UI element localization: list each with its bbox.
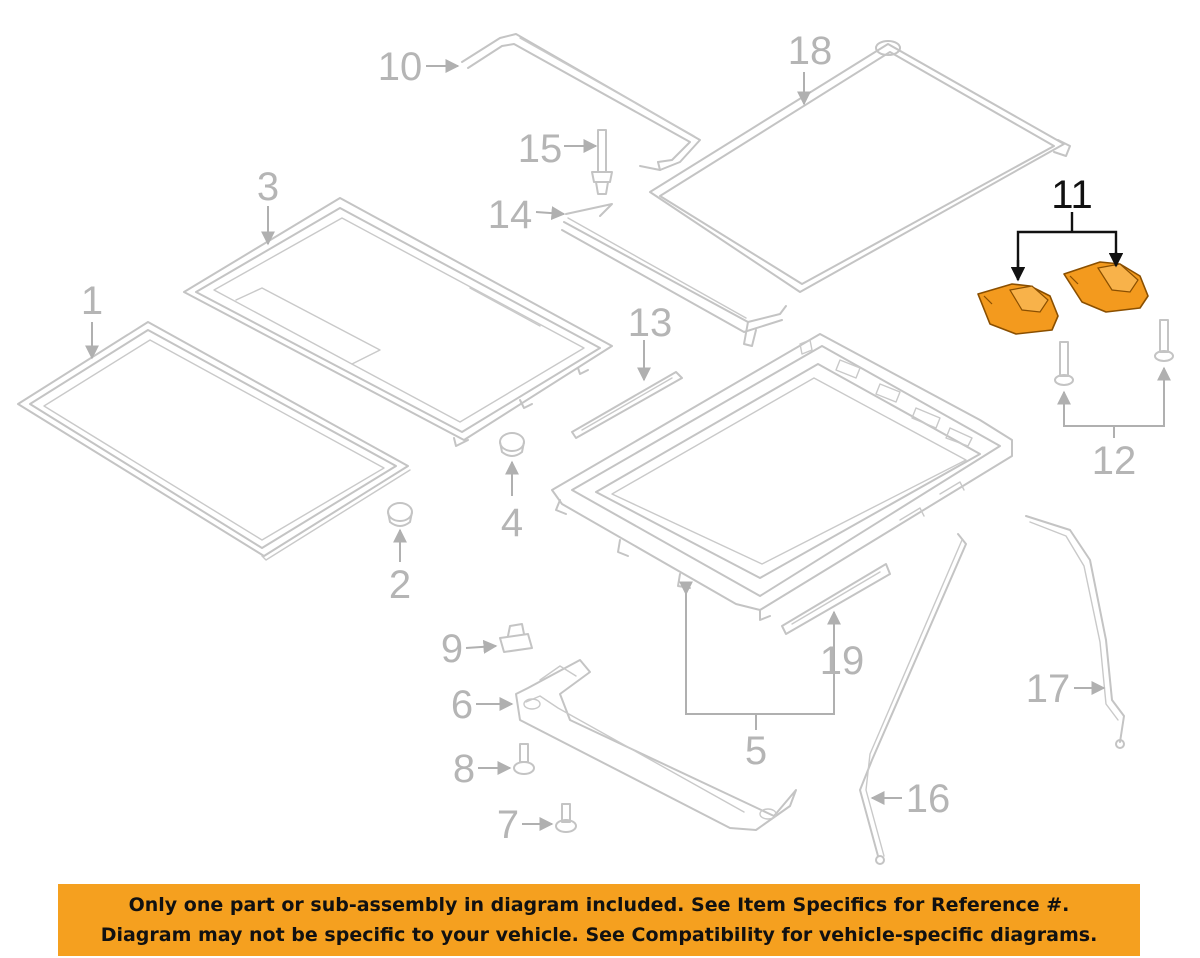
part-label-14: 14	[488, 193, 533, 237]
part-label-11: 11	[1051, 173, 1093, 217]
part-label-3: 3	[257, 165, 279, 209]
part-4-clip	[499, 432, 525, 457]
part-number-labels: 1 2 3 4 5 6 7 8 9 10 11 12 13 14 15 16 1…	[81, 29, 1136, 847]
part-1-glass-panel	[17, 321, 411, 561]
part-2-clip	[387, 502, 413, 527]
part-10-wind-deflector	[461, 33, 701, 171]
disclaimer-banner: Only one part or sub-assembly in diagram…	[58, 884, 1140, 956]
part-14-guide-rail	[561, 203, 787, 347]
part-label-2: 2	[389, 563, 411, 607]
callout-11-leader	[1010, 212, 1124, 282]
part-7-bolt	[555, 803, 577, 833]
part-9-clip	[499, 623, 533, 653]
part-label-6: 6	[451, 683, 473, 727]
parts-diagram: 1 2 3 4 5 6 7 8 9 10 11 12 13 14 15 16 1…	[17, 29, 1174, 865]
part-label-7: 7	[497, 803, 519, 847]
callout-leaders	[85, 59, 1171, 831]
part-label-13: 13	[628, 301, 673, 345]
part-label-15: 15	[518, 127, 563, 171]
part-12-studs	[1054, 319, 1174, 386]
part-16-drain-hose	[859, 533, 967, 865]
part-6-lower-guide	[515, 659, 797, 831]
part-label-17: 17	[1026, 667, 1071, 711]
part-label-10: 10	[378, 45, 423, 89]
part-5-main-frame	[551, 333, 1013, 621]
part-label-16: 16	[906, 777, 951, 821]
part-15-bolt	[591, 129, 613, 195]
part-19-trim-strip	[781, 563, 891, 635]
part-18-sunshade	[649, 40, 1071, 293]
part-label-9: 9	[441, 627, 463, 671]
part-label-19: 19	[820, 639, 865, 683]
part-3-seal-frame	[183, 197, 613, 447]
part-11-sunroof-motor	[977, 261, 1149, 335]
part-label-1: 1	[81, 279, 103, 323]
part-17-drain-hose	[1025, 515, 1125, 749]
disclaimer-line-1: Only one part or sub-assembly in diagram…	[128, 894, 1070, 916]
part-label-8: 8	[453, 747, 475, 791]
part-label-4: 4	[501, 501, 523, 545]
part-8-bolt	[513, 743, 535, 775]
part-13-drain-channel	[571, 371, 683, 439]
part-label-5: 5	[745, 729, 767, 773]
part-label-12: 12	[1092, 439, 1137, 483]
part-label-18: 18	[788, 29, 833, 73]
disclaimer-line-2: Diagram may not be specific to your vehi…	[100, 924, 1098, 946]
